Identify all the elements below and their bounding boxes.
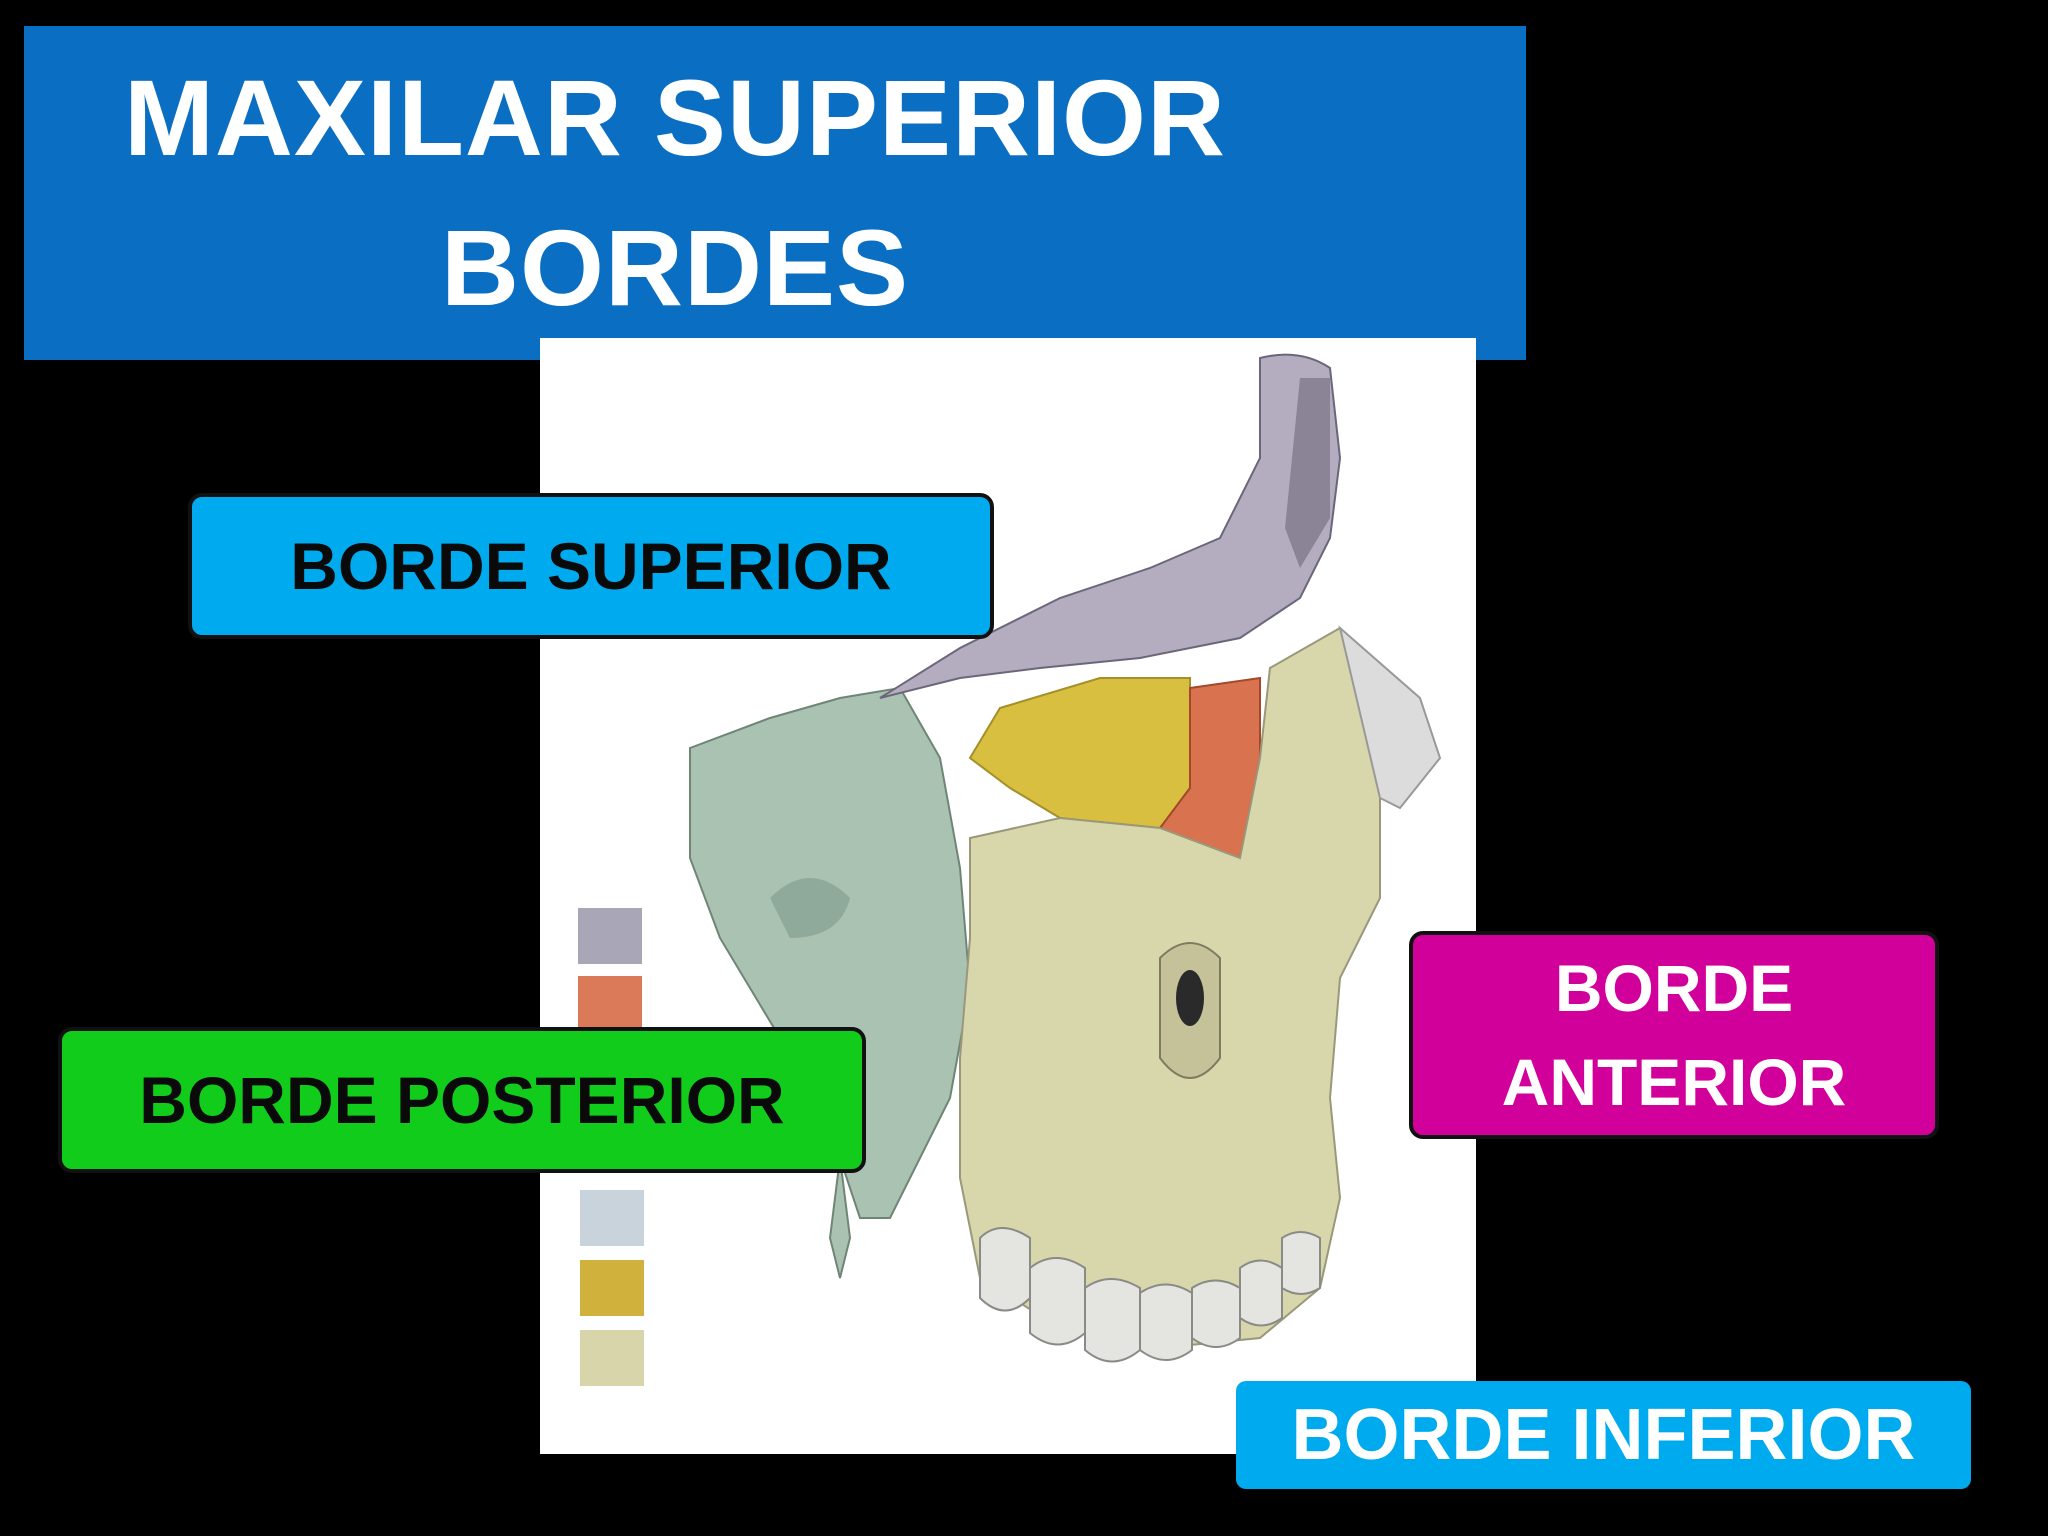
title-line-1: MAXILAR SUPERIOR — [123, 57, 1227, 178]
borde-superior-text: BORDE SUPERIOR — [290, 529, 892, 603]
borde-inferior-text: BORDE INFERIOR — [1291, 1395, 1916, 1475]
legend-swatch-2 — [578, 976, 642, 1032]
borde-anterior-label: BORDE ANTERIOR — [1409, 931, 1939, 1139]
legend-swatch-6 — [580, 1260, 644, 1316]
title-line-2: BORDES — [440, 207, 910, 328]
color-legend — [578, 908, 644, 1386]
maxilla-drawing — [578, 353, 1442, 1386]
title-banner: MAXILAR SUPERIOR BORDES — [24, 26, 1526, 360]
orbital-floor-yellow — [968, 677, 1191, 830]
sphenoid-bone — [689, 686, 972, 1219]
legend-swatch-5 — [580, 1190, 644, 1246]
legend-swatch-7 — [580, 1330, 644, 1386]
sinus-hole — [1176, 970, 1204, 1026]
nasal-edge — [1338, 625, 1442, 810]
borde-posterior-label: BORDE POSTERIOR — [58, 1027, 866, 1173]
maxilla-illustration — [540, 338, 1476, 1454]
borde-superior-label: BORDE SUPERIOR — [188, 493, 994, 639]
sphenoid-spine — [828, 1157, 852, 1279]
legend-swatch-1 — [578, 908, 642, 964]
frontal-process — [879, 353, 1342, 699]
borde-anterior-text-2: ANTERIOR — [1501, 1045, 1847, 1119]
borde-anterior-text-1: BORDE — [1554, 951, 1794, 1025]
sphenoid-detail — [770, 878, 850, 938]
borde-inferior-label: BORDE INFERIOR — [1236, 1381, 1971, 1489]
frontal-process-spongy — [1285, 378, 1330, 568]
teeth — [979, 1227, 1321, 1363]
borde-posterior-text: BORDE POSTERIOR — [139, 1063, 785, 1137]
